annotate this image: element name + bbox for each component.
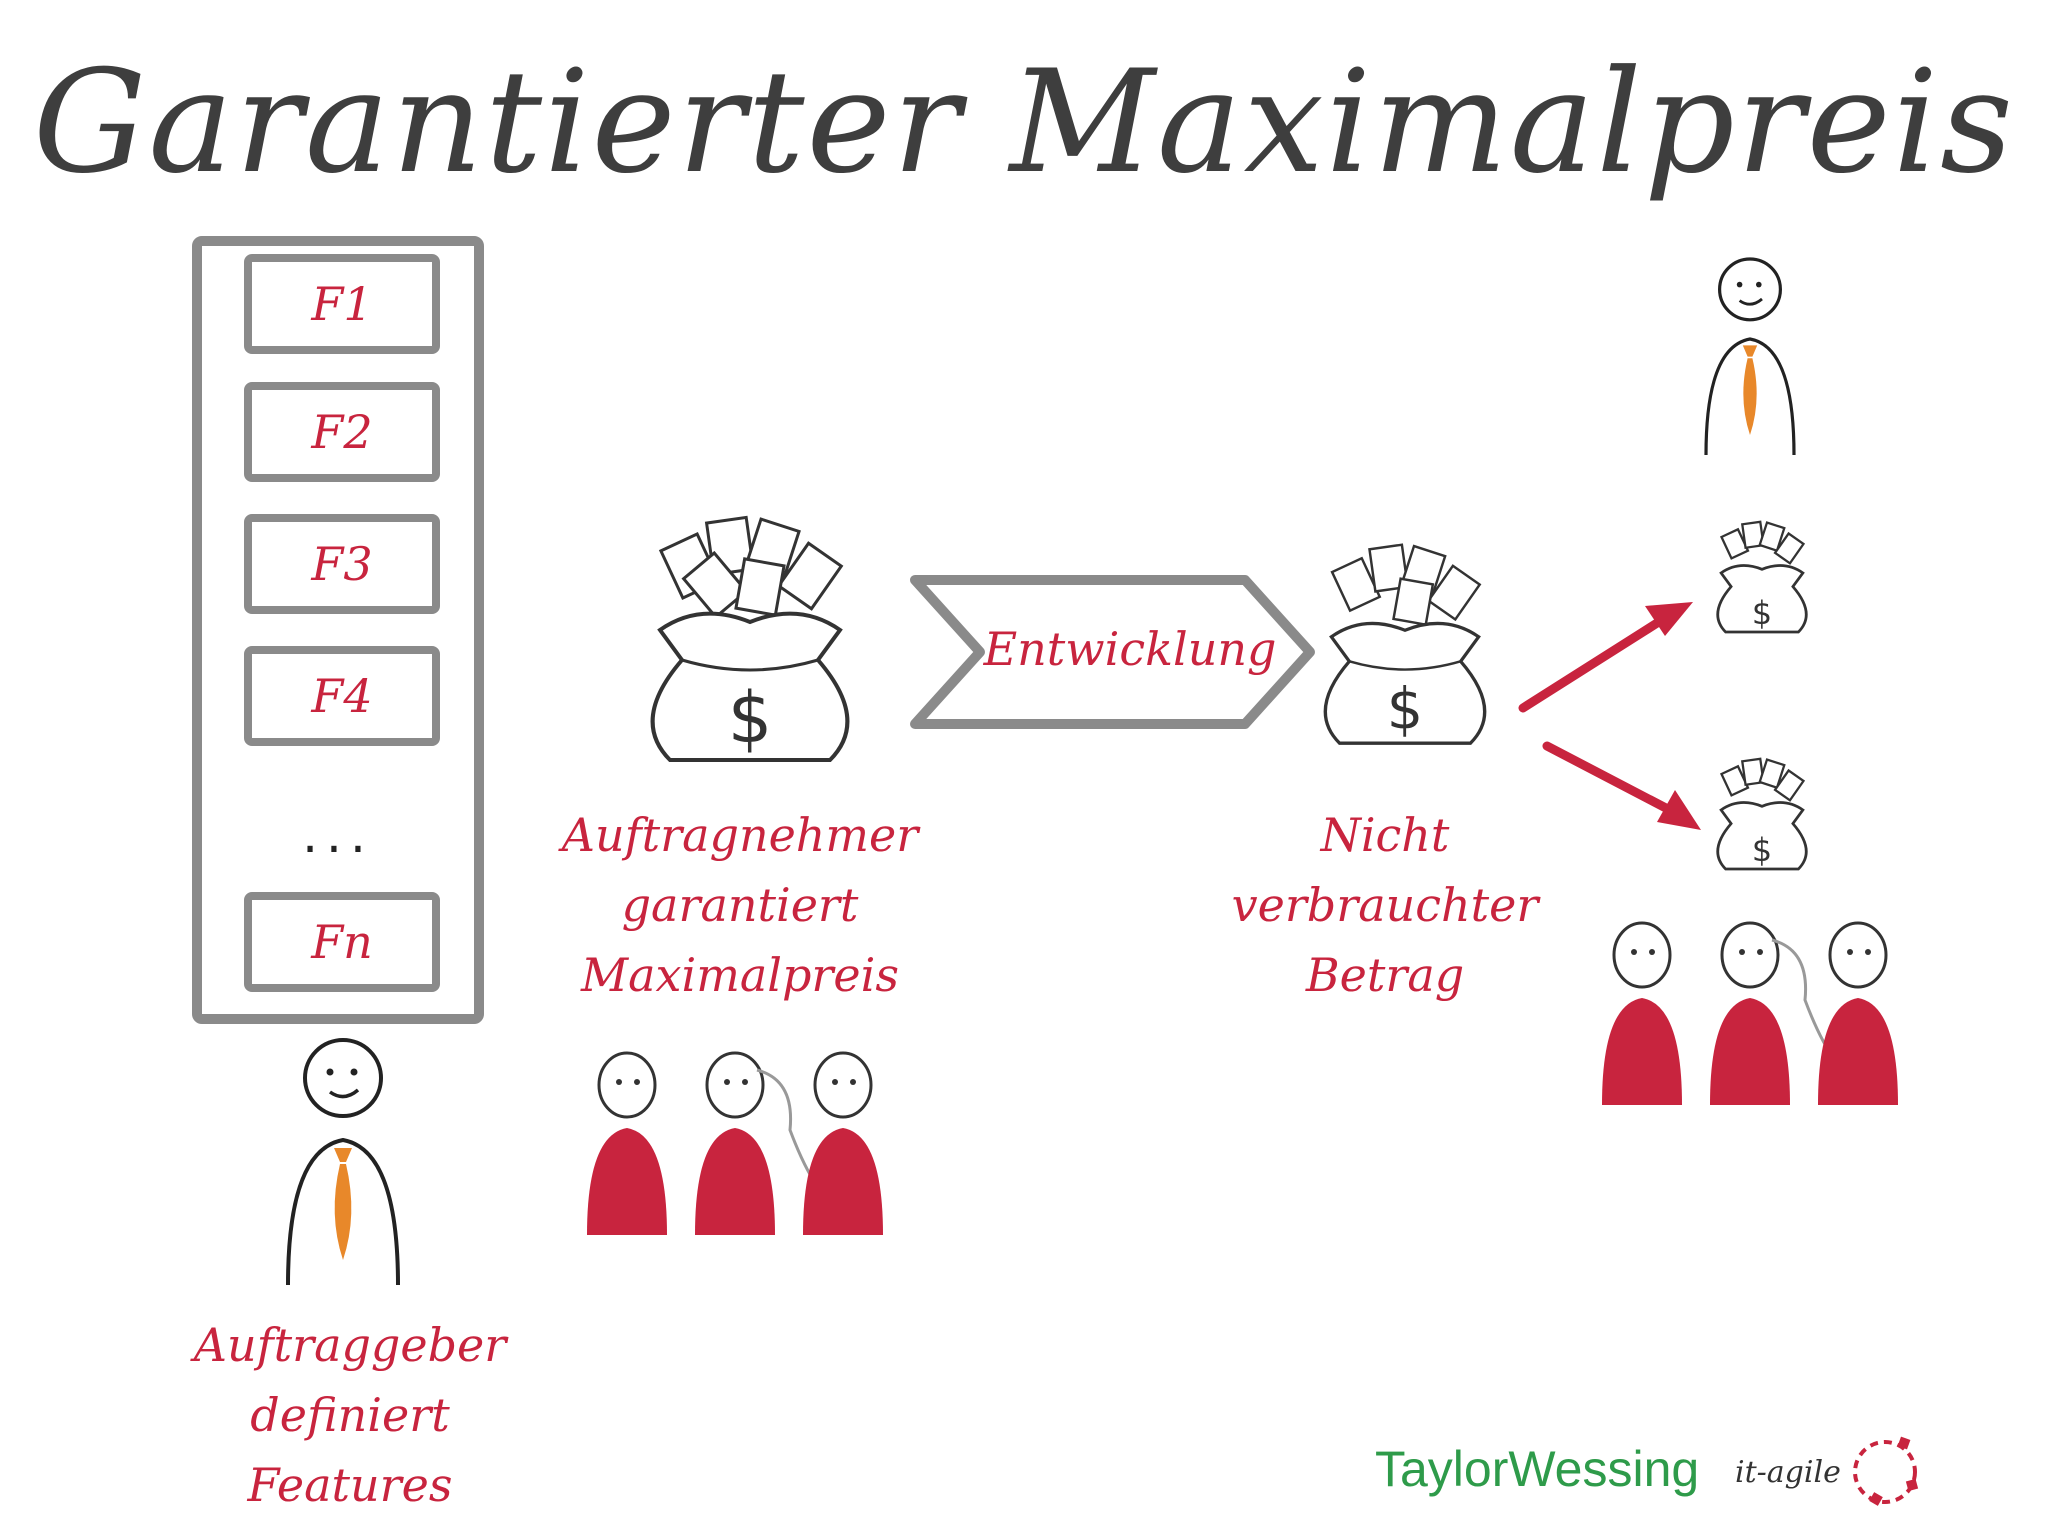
caption-line: definiert bbox=[250, 1388, 450, 1442]
feature-box: F1 bbox=[244, 254, 440, 354]
money-bag-icon: $ bbox=[650, 515, 850, 762]
caption-line: Nicht bbox=[1320, 808, 1450, 862]
caption-line: Maximalpreis bbox=[581, 948, 899, 1002]
team-icon bbox=[1602, 921, 1898, 1105]
caption-line: garantiert bbox=[621, 878, 859, 932]
dollar-sign: $ bbox=[728, 677, 773, 759]
money-bag-icon: $ bbox=[1716, 757, 1808, 871]
unused-caption: Nicht verbrauchter Betrag bbox=[1220, 800, 1550, 1010]
arrow-head-icon bbox=[1645, 602, 1693, 636]
development-label: Entwicklung bbox=[983, 622, 1277, 676]
feature-box: F2 bbox=[244, 382, 440, 482]
contractor-caption: Auftragnehmer garantiert Maximalpreis bbox=[520, 800, 960, 1010]
taylor-wessing-logo: TaylorWessing bbox=[1375, 1441, 1700, 1497]
it-agile-logo: it-agile bbox=[1735, 1455, 1841, 1490]
diagram-title: Garantierter Maximalpreis bbox=[33, 40, 2015, 205]
it-agile-circle-icon bbox=[1853, 1436, 1919, 1506]
dollar-sign: $ bbox=[1752, 594, 1772, 632]
money-bag-icon: $ bbox=[1716, 520, 1808, 634]
development-arrow bbox=[910, 575, 1315, 729]
money-bag-icon: $ bbox=[1323, 543, 1487, 745]
arrow-head-icon bbox=[1657, 790, 1701, 830]
feature-list: F1 F2 F3 F4 ... Fn bbox=[192, 236, 484, 1024]
feature-box: Fn bbox=[244, 892, 440, 992]
dollar-sign: $ bbox=[1387, 675, 1423, 742]
feature-box: F4 bbox=[244, 646, 440, 746]
team-icon bbox=[587, 1051, 883, 1235]
caption-line: Auftragnehmer bbox=[561, 808, 919, 862]
split-arrows bbox=[1518, 602, 1701, 830]
client-caption: Auftraggeber definiert Features bbox=[150, 1310, 550, 1520]
feature-box: F3 bbox=[244, 514, 440, 614]
client-person-icon bbox=[286, 1038, 400, 1286]
caption-line: Betrag bbox=[1305, 948, 1465, 1002]
caption-line: Features bbox=[247, 1458, 453, 1512]
dollar-sign: $ bbox=[1752, 831, 1772, 869]
client-person-icon bbox=[1704, 257, 1796, 456]
caption-line: verbrauchter bbox=[1231, 878, 1539, 932]
feature-ellipsis: ... bbox=[302, 806, 374, 864]
caption-line: Auftraggeber bbox=[193, 1318, 507, 1372]
